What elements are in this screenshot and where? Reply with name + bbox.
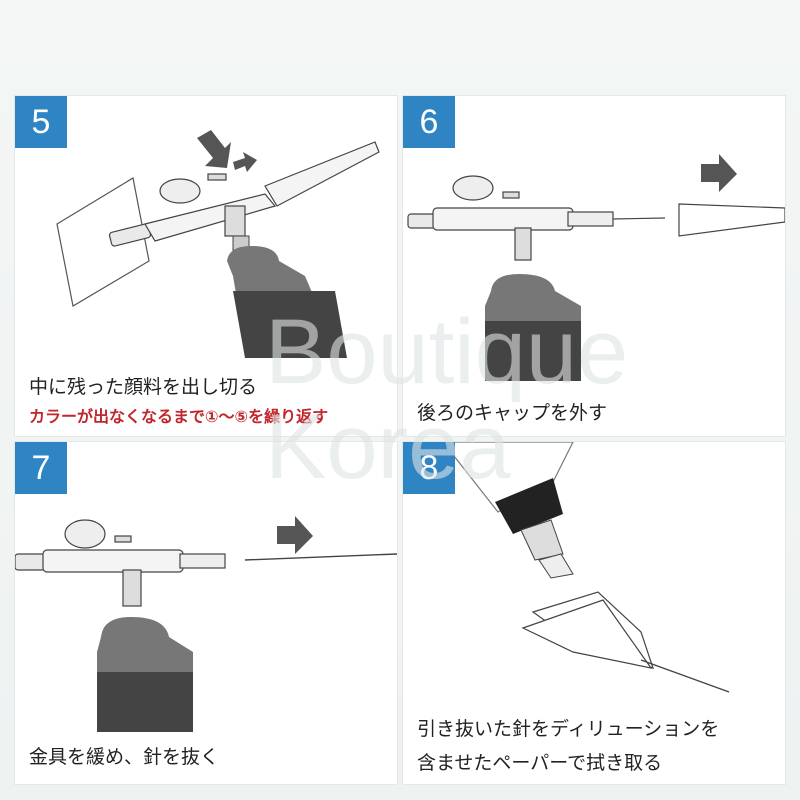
back-cap: [678, 203, 785, 237]
step-caption-line-1: 引き抜いた針をディリューションを: [417, 718, 720, 740]
paint-bottle: [227, 235, 347, 358]
step-caption: 金具を緩め、針を抜く: [29, 746, 220, 768]
press-down-arrow: [197, 130, 231, 168]
pull-needle-arrow: [277, 516, 313, 554]
step-number: 6: [403, 96, 455, 148]
needle: [244, 553, 397, 561]
airbrush: [407, 175, 666, 261]
step-6-panel: 6 後ろのキャップを外す: [403, 96, 785, 436]
step-7-illustration: [15, 516, 397, 732]
step-6-illustration: [407, 154, 785, 381]
dilution-bottle: [442, 442, 574, 579]
step-5-panel: 5 中に残った顔料を出し切る カラーが出なくなるまで①〜⑤を繰り返す: [15, 96, 397, 436]
step-number: 7: [15, 442, 67, 494]
repeat-note: カラーが出なくなるまで①〜⑤を繰り返す: [29, 407, 329, 426]
paint-bottle: [485, 274, 581, 381]
paper-sheet: [56, 177, 150, 307]
step-number: 5: [15, 96, 67, 148]
step-5-illustration: [56, 130, 380, 358]
airbrush: [15, 519, 226, 607]
step-number: 8: [403, 442, 455, 494]
remove-cap-arrow: [701, 154, 737, 192]
step-caption: 後ろのキャップを外す: [417, 402, 608, 424]
paper-towel: [521, 591, 654, 669]
needle: [640, 659, 730, 693]
step-8-illustration: [442, 442, 730, 693]
step-8-panel: 8 引き抜いた針をディリューションを 含ませたペーパーで拭き取る: [403, 442, 785, 784]
step-7-panel: 7 金具を緩め、針を抜く: [15, 442, 397, 784]
paint-bottle: [97, 617, 193, 732]
pull-back-arrow: [233, 152, 257, 172]
step-caption: 中に残った顔料を出し切る: [29, 376, 258, 398]
step-caption-line-2: 含ませたペーパーで拭き取る: [417, 752, 663, 774]
airbrush: [108, 141, 380, 247]
